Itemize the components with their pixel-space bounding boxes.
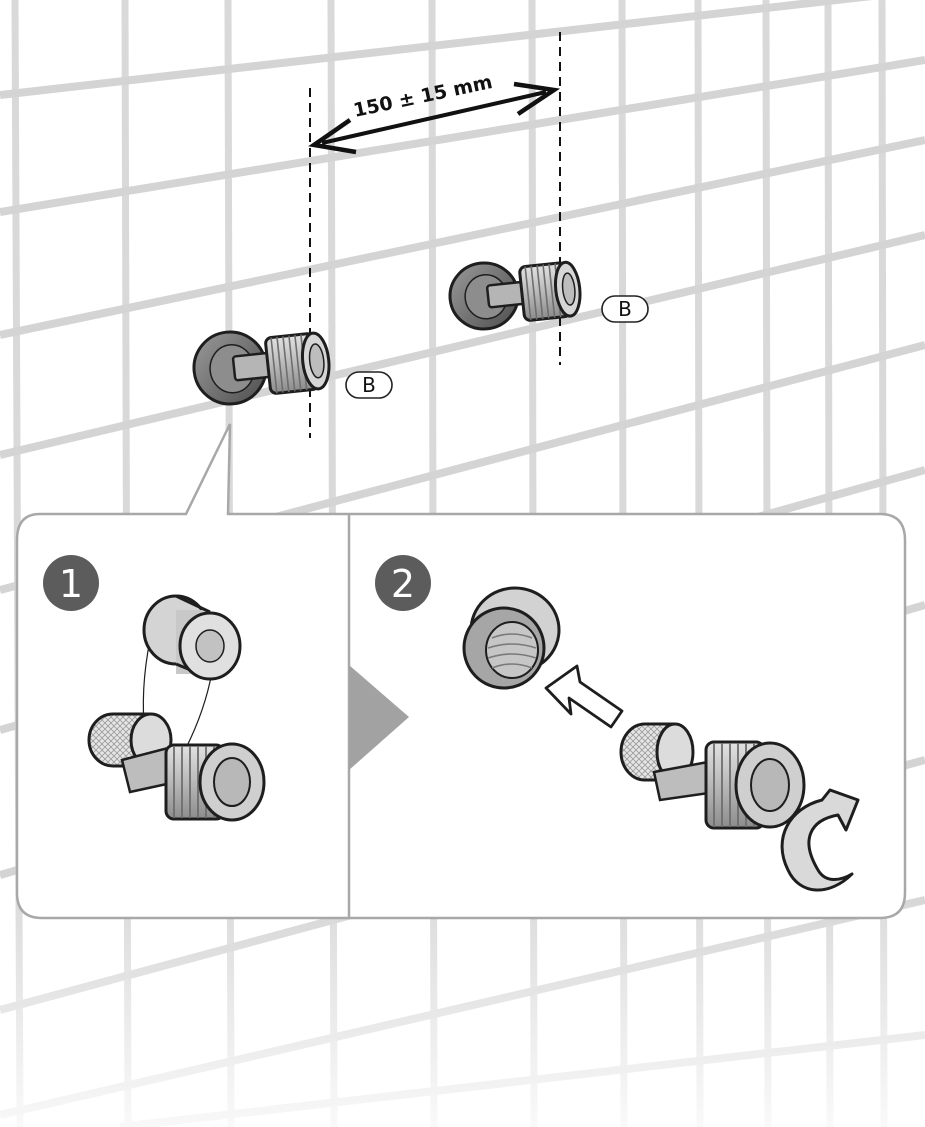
step-1-fitting: [87, 712, 266, 822]
step-2-badge: 2: [375, 555, 431, 611]
dimension-arrow: [308, 81, 561, 155]
step-2-fitting: [619, 722, 806, 830]
left-part-label-b: B: [345, 371, 393, 399]
left-wall-fitting: [192, 330, 331, 406]
arrow-icon: [544, 664, 624, 729]
step-1-badge: 1: [43, 555, 99, 611]
rotate-arrow-icon: [780, 788, 860, 892]
step-2: 2: [375, 555, 860, 892]
threaded-cap: [462, 586, 561, 690]
cap-illustration: [142, 594, 242, 749]
play-triangle-icon: [349, 665, 409, 770]
step-1: 1: [43, 555, 266, 822]
step-1-number: 1: [59, 562, 83, 606]
left-part-label-text: B: [362, 373, 376, 397]
right-part-label-b: B: [601, 295, 649, 323]
right-wall-fitting: [448, 260, 582, 331]
step-2-number: 2: [391, 562, 415, 606]
right-part-label-text: B: [618, 297, 632, 321]
